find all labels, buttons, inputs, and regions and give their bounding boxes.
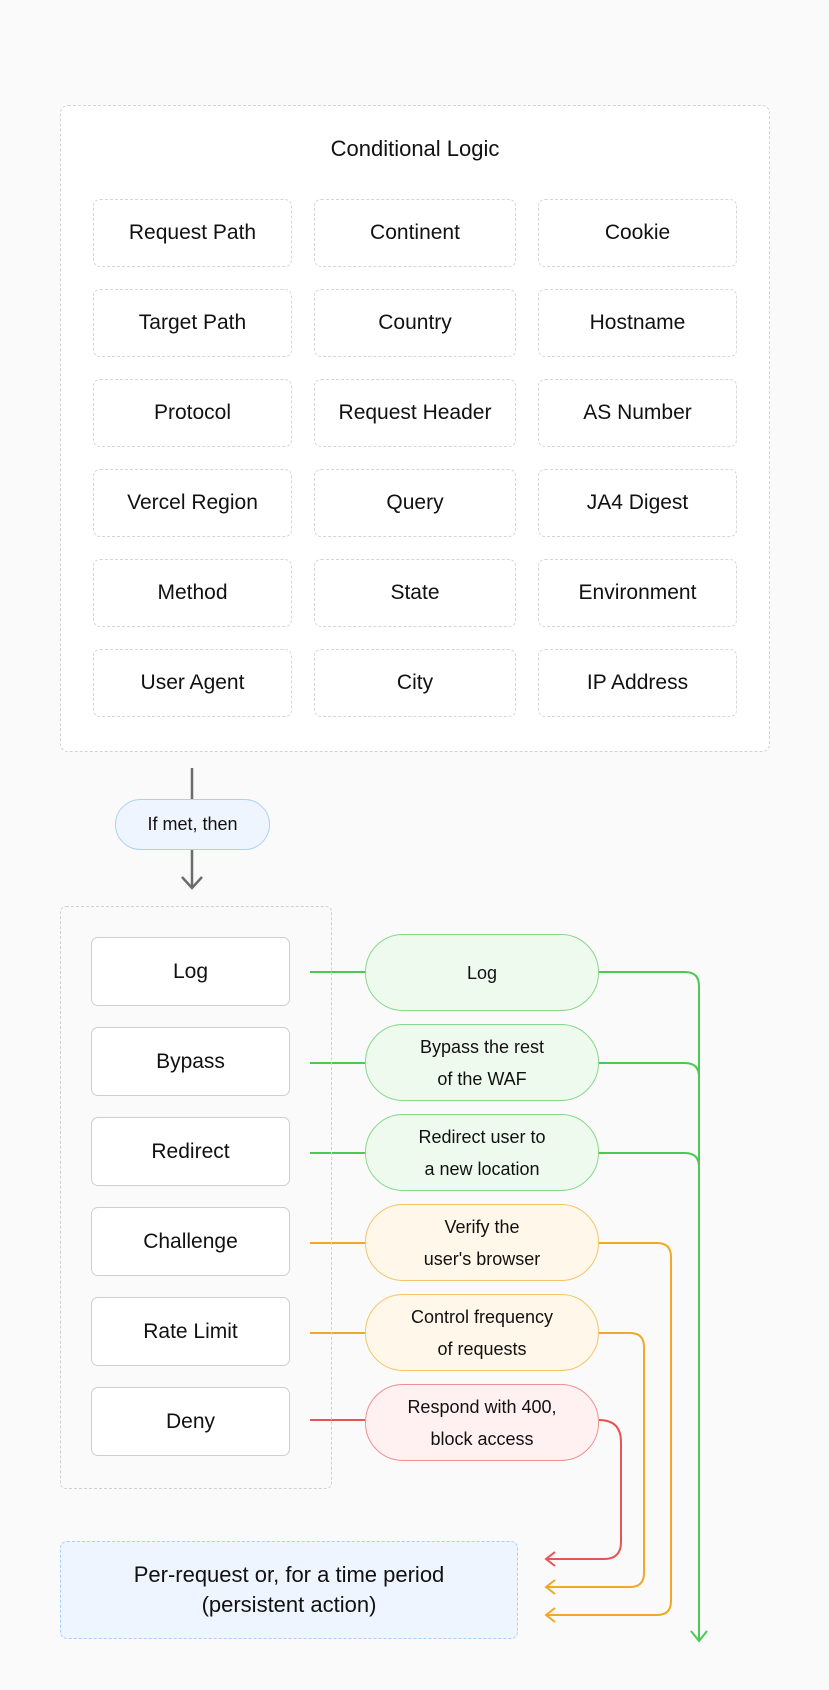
effect-bypass-line-2: of the WAF (437, 1068, 527, 1089)
condition-request-header: Request Header (314, 379, 516, 447)
action-log: Log (91, 937, 290, 1006)
route-log (599, 971, 700, 1640)
condition-query: Query (314, 469, 516, 537)
condition-as-number: AS Number (538, 379, 737, 447)
effect-log: Log (365, 934, 599, 1011)
effect-log-line: Log (466, 962, 498, 983)
effect-rate-limit-line-2: of requests (437, 1338, 527, 1359)
route-redirect (599, 1152, 700, 1168)
condition-state: State (314, 559, 516, 627)
left-arrow-icon (544, 1579, 556, 1595)
action-challenge: Challenge (91, 1207, 290, 1276)
effect-bypass-line-1: Bypass the rest (419, 1036, 545, 1057)
condition-method: Method (93, 559, 292, 627)
effect-deny-line-2: block access (430, 1428, 534, 1449)
effect-rate-limit-line-1: Control frequency (410, 1306, 554, 1327)
condition-cookie: Cookie (538, 199, 737, 267)
condition-vercel-region: Vercel Region (93, 469, 292, 537)
condition-ja4-digest: JA4 Digest (538, 469, 737, 537)
effect-redirect: Redirect user to a new location (365, 1114, 599, 1191)
effect-redirect-line-1: Redirect user to (418, 1126, 546, 1147)
condition-protocol: Protocol (93, 379, 292, 447)
left-arrow-icon (544, 1607, 556, 1623)
condition-request-path: Request Path (93, 199, 292, 267)
effect-deny-line-1: Respond with 400, (407, 1396, 557, 1417)
condition-environment: Environment (538, 559, 737, 627)
condition-continent: Continent (314, 199, 516, 267)
down-arrow-icon (181, 876, 203, 890)
effect-challenge-line-1: Verify the (444, 1216, 520, 1237)
effect-bypass: Bypass the rest of the WAF (365, 1024, 599, 1101)
result-line-1: Per-request or, for a time period (133, 1562, 445, 1587)
left-arrow-icon (544, 1551, 556, 1567)
condition-hostname: Hostname (538, 289, 737, 357)
route-bypass (599, 1062, 700, 1078)
effect-redirect-line-2: a new location (424, 1158, 540, 1179)
route-rate-limit (547, 1332, 645, 1588)
effect-challenge: Verify the user's browser (365, 1204, 599, 1281)
condition-ip-address: IP Address (538, 649, 737, 717)
effect-challenge-line-2: user's browser (423, 1248, 541, 1269)
condition-country: Country (314, 289, 516, 357)
action-redirect: Redirect (91, 1117, 290, 1186)
action-rate-limit: Rate Limit (91, 1297, 290, 1366)
action-deny: Deny (91, 1387, 290, 1456)
condition-user-agent: User Agent (93, 649, 292, 717)
result-line-2: (persistent action) (201, 1592, 377, 1617)
action-bypass: Bypass (91, 1027, 290, 1096)
route-deny (547, 1419, 622, 1560)
if-met-pill: If met, then (115, 799, 270, 850)
actions-panel (60, 906, 332, 1489)
condition-city: City (314, 649, 516, 717)
persistence-result-box: Per-request or, for a time period (persi… (60, 1541, 518, 1639)
conditional-logic-title: Conditional Logic (330, 136, 500, 161)
down-arrow-icon (690, 1630, 708, 1643)
condition-target-path: Target Path (93, 289, 292, 357)
route-challenge (547, 1242, 672, 1616)
effect-rate-limit: Control frequency of requests (365, 1294, 599, 1371)
effect-deny: Respond with 400, block access (365, 1384, 599, 1461)
